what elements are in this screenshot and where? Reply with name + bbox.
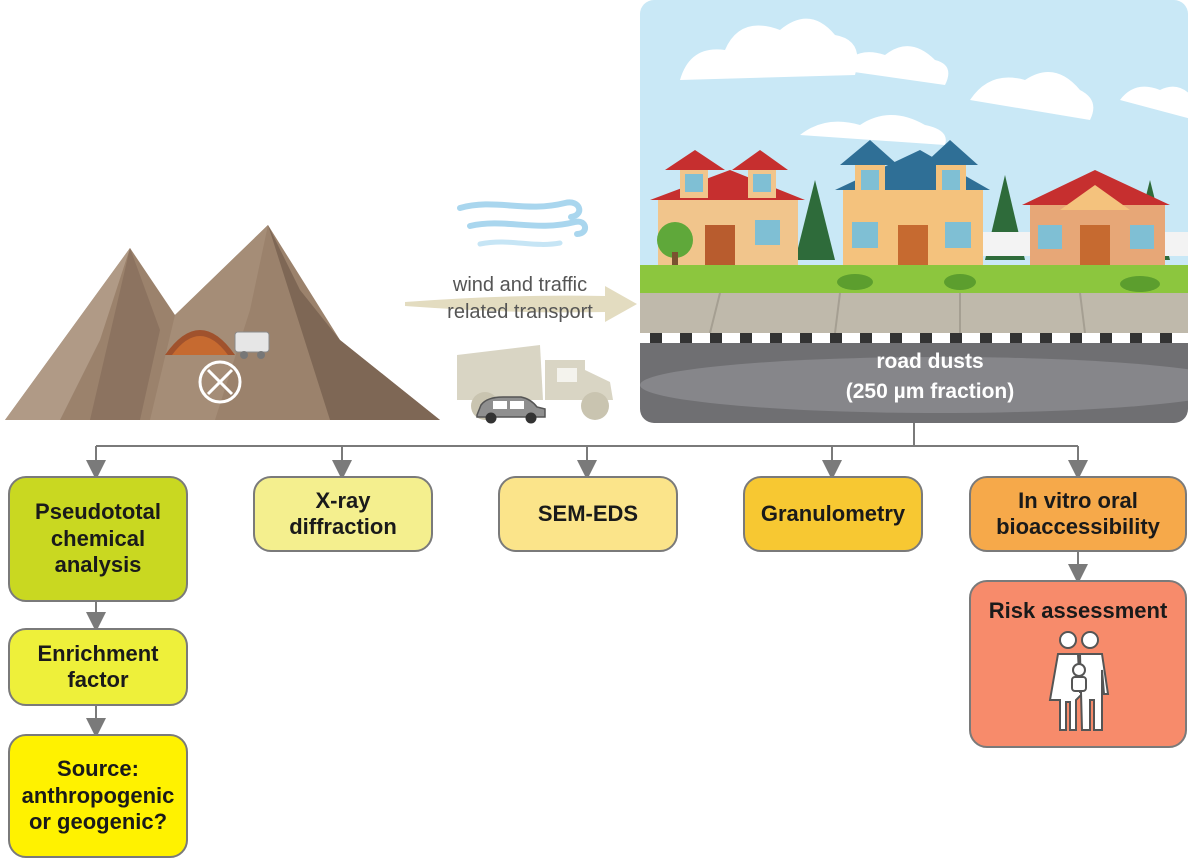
sem-eds-box: SEM-EDS <box>498 476 678 552</box>
pseudototal-label: Pseudototal chemical analysis <box>35 499 161 578</box>
transport-label: wind and traffic related transport <box>447 274 593 323</box>
granulometry-box: Granulometry <box>743 476 923 552</box>
car-icon <box>476 396 546 424</box>
source-box: Source: anthropogenic or geogenic? <box>8 734 188 858</box>
road-dusts-label: road dusts (250 µm fraction) <box>845 350 1015 404</box>
invitro-label: In vitro oral bioaccessibility <box>996 487 1160 539</box>
enrichment-factor-box: Enrichment factor <box>8 628 188 706</box>
risk-label: Risk assessment <box>988 598 1168 623</box>
granulometry-label: Granulometry <box>760 500 906 526</box>
source-label: Source: anthropogenic or geogenic? <box>21 756 175 835</box>
street-scene <box>640 0 1188 423</box>
pseudototal-chemical-analysis-box: Pseudototal chemical analysis <box>8 476 188 602</box>
xray-diffraction-box: X-ray diffraction <box>253 476 433 552</box>
transport-arrow <box>405 286 637 322</box>
xray-label: X-ray diffraction <box>289 487 397 539</box>
mountain-mine-icon <box>5 225 440 420</box>
family-icon <box>1048 631 1110 731</box>
in-vitro-bioaccessibility-box: In vitro oral bioaccessibility <box>969 476 1187 552</box>
enrichment-label: Enrichment factor <box>37 640 159 692</box>
wind-icon <box>457 199 588 247</box>
semeds-label: SEM-EDS <box>537 500 639 526</box>
